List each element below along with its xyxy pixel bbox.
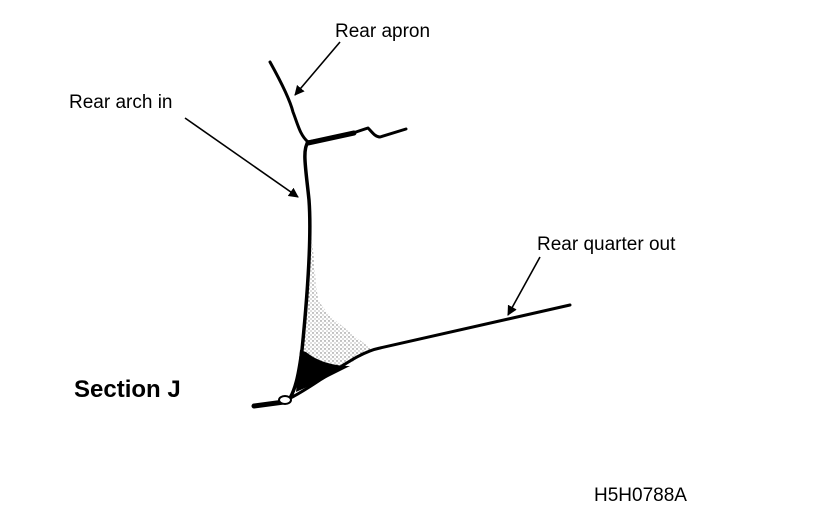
rear-apron-panel (268, 60, 408, 144)
sealer-dark-fill (296, 350, 350, 392)
rear-arch-leader-arrow (184, 117, 299, 198)
rear-apron-label: Rear apron (335, 21, 431, 42)
rear-quarter-leader-arrow (507, 256, 541, 316)
rear-arch-inner-panel (288, 140, 312, 400)
figure-code: H5H0788A (594, 485, 687, 506)
section-title: Section J (74, 376, 181, 403)
rear-arch-in-label: Rear arch in (69, 92, 173, 113)
hem-fold (278, 395, 292, 405)
rear-apron-flange-thick (305, 130, 357, 146)
rear-quarter-out-label: Rear quarter out (537, 234, 676, 255)
rear-quarter-flange-thick (251, 399, 287, 409)
sealer-shading (298, 200, 372, 390)
rear-apron-leader-arrow (294, 41, 341, 96)
